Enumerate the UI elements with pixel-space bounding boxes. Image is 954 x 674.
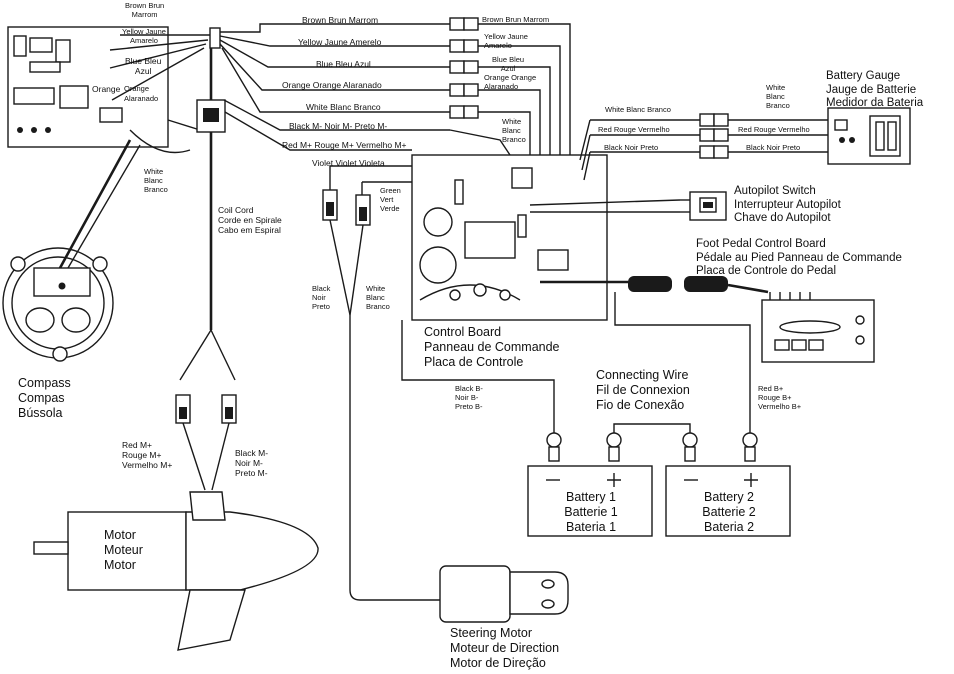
wire-label-black-mid: Black M- Noir M- Preto M-	[289, 121, 388, 131]
wire-label-blue-mid: Blue Bleu Azul	[316, 59, 371, 69]
control-board	[411, 154, 608, 321]
battery-terminals	[401, 292, 758, 462]
autopilot-switch	[529, 191, 727, 221]
wire-label-yellow-mid: Yellow Jaune Amerelo	[298, 37, 382, 47]
wire-label-red-battery: Red B+Rouge B+Vermelho B+	[758, 384, 802, 411]
steering-connectors	[322, 165, 440, 601]
wire-label-orange-top-2: Orange	[124, 84, 150, 93]
foot-pedal-board	[761, 292, 875, 363]
battery-2	[665, 465, 791, 537]
battery-gauge-board	[827, 107, 911, 165]
wire-label-brown-right: Brown Brun Marrom	[482, 15, 550, 24]
wire-label-white-mid: White Blanc Branco	[306, 102, 381, 112]
wire-label-white-gauge: White Blanc Branco	[605, 105, 671, 114]
steering-motor	[439, 565, 569, 623]
wire-label-black-gauge: Black Noir Preto	[604, 143, 659, 152]
compass-unit	[2, 139, 141, 362]
wire-label-red-gauge-right: Red Rouge Vermelho	[738, 125, 810, 134]
wire-label-black-battery: Black B-Noir B-Preto B-	[455, 384, 483, 411]
battery-1	[527, 465, 653, 537]
wire-label-black-motor: Black M-Noir M-Preto M-	[235, 448, 269, 479]
battery-gauge-wires	[579, 113, 828, 181]
harness-connector	[196, 27, 226, 330]
wire-label-orange-mid: Orange Orange Alaranado	[282, 80, 382, 90]
wire-label-red-gauge: Red Rouge Vermelho	[598, 125, 670, 134]
wire-label-black-gauge-right: Black Noir Preto	[746, 143, 801, 152]
trolling-motor	[33, 329, 319, 651]
wire-label-brown-mid: Brown Brun Marrom	[302, 15, 379, 25]
wire-label-violet: Violet Violet Violeta	[312, 158, 385, 168]
compass-wires	[109, 34, 210, 154]
wire-label-red-motor: Red M+Rouge M+Vermelho M+	[122, 440, 173, 471]
harness-wires	[219, 23, 450, 151]
connector-to-board-wires	[449, 23, 571, 171]
wire-label-red-mid: Red M+ Rouge M+ Vermelho M+	[282, 140, 407, 150]
wire-label-orange-top-3: Alaranado	[124, 94, 159, 103]
wire-label-orange-top: Orange	[92, 84, 121, 94]
inline-connectors	[449, 17, 479, 119]
foot-pedal-cable	[540, 276, 769, 294]
